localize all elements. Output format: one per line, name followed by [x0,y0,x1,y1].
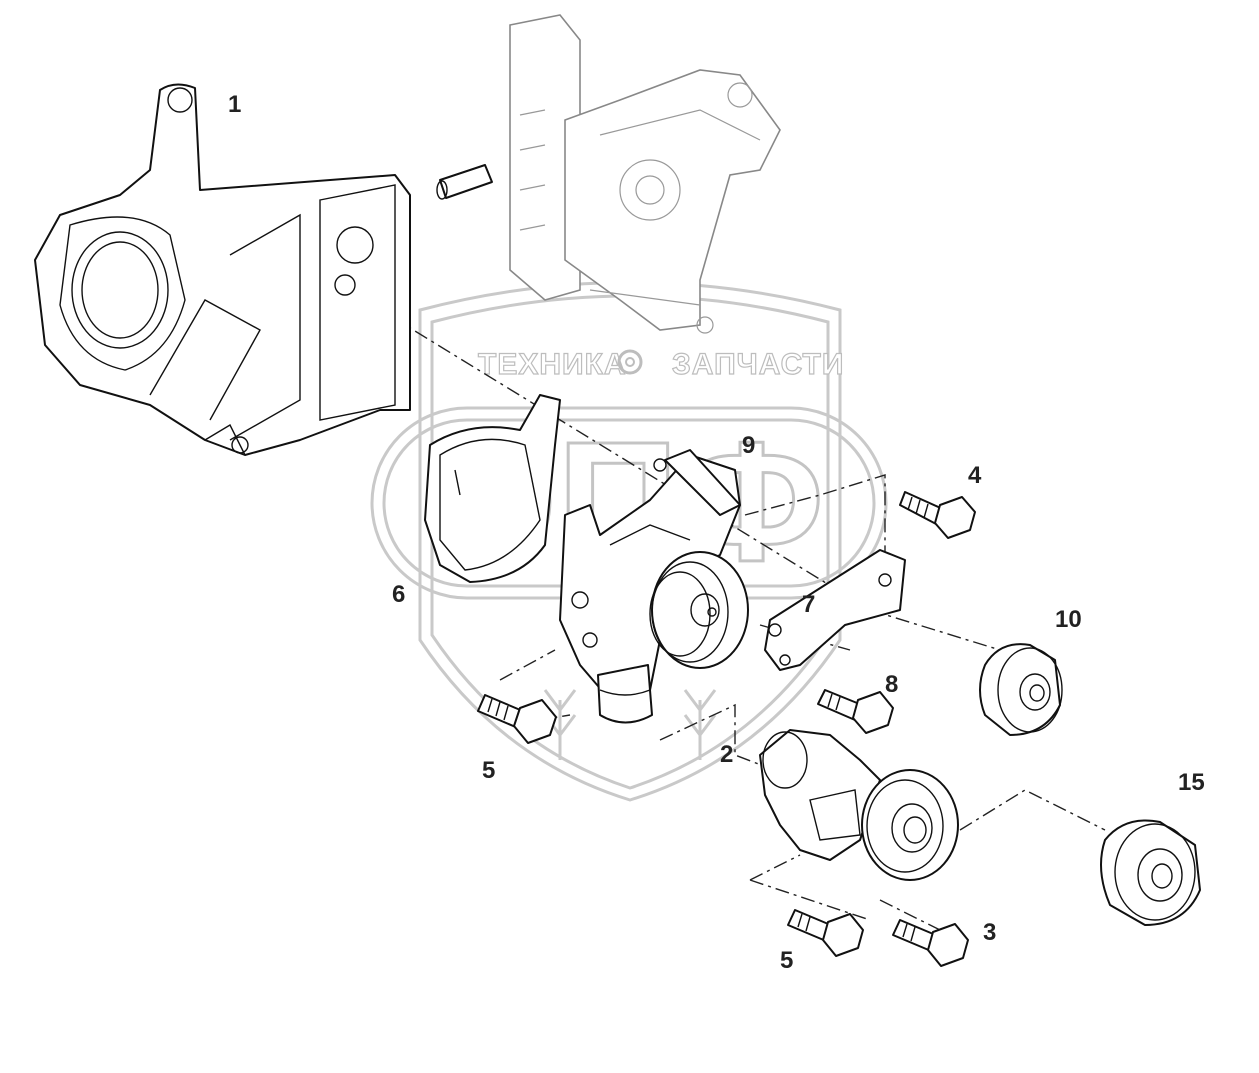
callouts: 1 2 3 4 5 5 6 7 8 9 10 15 [228,91,1205,974]
part-bolt-4 [899,491,976,539]
part-idler-pulley-15 [1100,819,1201,926]
watermark-brand-right: ЗАПЧАСТИ [672,348,844,381]
part-bolt-5-upper [477,694,557,744]
part-pump-tube [664,449,741,516]
callout-6: 6 [392,581,405,608]
part-bolt-5-lower [787,909,864,957]
part-idler-pulley-10 [979,643,1063,736]
callout-2: 2 [720,741,733,768]
part-bolt-8 [817,689,894,734]
part-timing-cover [34,83,411,456]
part-dowel-pin [436,164,493,200]
callout-5-upper: 5 [482,757,495,784]
callout-10: 10 [1055,606,1082,633]
callout-5-lower: 5 [780,947,793,974]
watermark-brand-left: ТЕХНИКА [478,348,627,381]
part-bolt-3 [892,919,969,967]
part-ghost-bracket [509,14,781,334]
callout-8: 8 [885,671,898,698]
part-gasket [424,394,561,583]
callout-3: 3 [983,919,996,946]
callout-7: 7 [802,591,815,618]
part-water-pump [559,454,749,724]
callout-9: 9 [742,432,755,459]
callout-4: 4 [968,462,982,489]
part-belt-tensioner [759,729,959,881]
part-tensioner-bracket [764,549,906,671]
gear-icon [617,349,643,375]
callout-1: 1 [228,91,241,118]
callout-15: 15 [1178,769,1205,796]
